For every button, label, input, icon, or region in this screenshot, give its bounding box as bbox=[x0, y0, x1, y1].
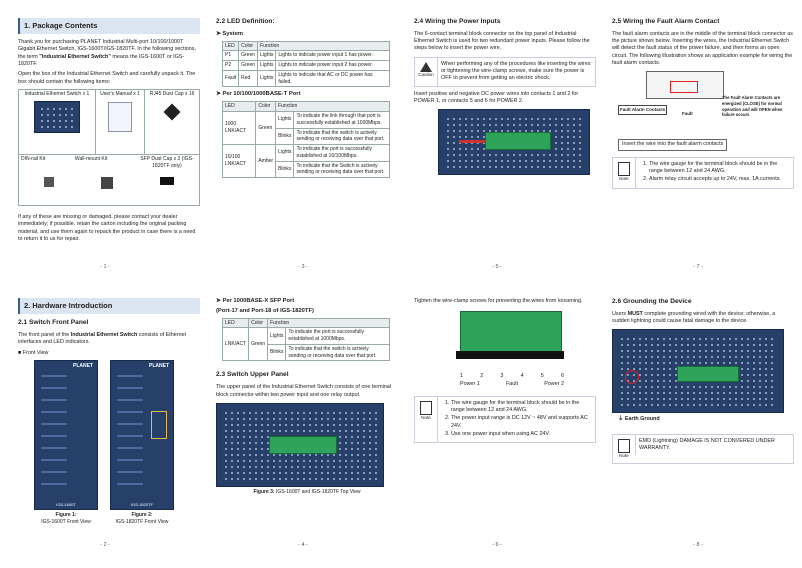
page-number: - 1 - bbox=[100, 264, 110, 270]
sfp-dust-cap-image bbox=[159, 177, 174, 186]
switch-image bbox=[33, 100, 80, 133]
page-number: - 6 - bbox=[492, 542, 502, 548]
ground-screw-highlight bbox=[625, 370, 639, 385]
page-2: 2. Hardware Introduction 2.1 Switch Fron… bbox=[18, 298, 200, 525]
earth-ground-label: ⏚ Earth Ground bbox=[618, 416, 660, 423]
system-heading: ➤ System bbox=[216, 30, 244, 37]
page-6: Tighten the wire-clamp screws for preven… bbox=[414, 298, 596, 447]
page-8: 2.6 Grounding the Device Users MUST comp… bbox=[612, 298, 794, 468]
page-number: - 4 - bbox=[298, 542, 308, 548]
igs-1820tf-front-image: PLANET IGS-1820TF bbox=[110, 359, 174, 510]
missing-items-paragraph: If any of these are missing or damaged, … bbox=[18, 213, 196, 242]
igs-1600t-front-image: PLANET IGS-1600T bbox=[34, 359, 98, 510]
grounding-image bbox=[612, 329, 784, 414]
front-panel-heading: 2.1 Switch Front Panel bbox=[18, 319, 89, 327]
fault-alarm-heading: 2.5 Wiring the Fault Alarm Contact bbox=[612, 18, 720, 25]
sfp-subheading: (Port-17 and Port-18 of IGS-1820TF) bbox=[216, 307, 314, 314]
note-icon bbox=[420, 400, 432, 415]
intro-paragraph: Thank you for purchasing PLANET Industri… bbox=[18, 39, 196, 68]
din-rail-image bbox=[44, 177, 55, 188]
page-number: - 5 - bbox=[492, 264, 502, 270]
caution-box: Caution When performing any of the proce… bbox=[414, 56, 596, 87]
upper-panel-heading: 2.3 Switch Upper Panel bbox=[216, 371, 289, 379]
page-5: 2.4 Wiring the Power Inputs The 6-contac… bbox=[414, 18, 596, 176]
terminal-block-image bbox=[646, 71, 724, 100]
page-number: - 3 - bbox=[298, 264, 308, 270]
sfp-port-icon bbox=[151, 410, 167, 439]
led-heading: 2.2 LED Definition: bbox=[216, 18, 275, 25]
wiring-power-heading: 2.4 Wiring the Power Inputs bbox=[414, 18, 501, 25]
section-title: 2. Hardware Introduction bbox=[18, 298, 200, 315]
note-box: Note The wire gauge for the terminal blo… bbox=[612, 156, 794, 189]
fault-alarm-contacts-label: Fault Alarm Contacts bbox=[618, 105, 668, 116]
note-icon bbox=[618, 161, 630, 176]
note-icon bbox=[618, 438, 630, 453]
grounding-heading: 2.6 Grounding the Device bbox=[612, 298, 692, 305]
note-box: Note The wire gauge for the terminal blo… bbox=[414, 395, 596, 444]
top-panel-image bbox=[438, 109, 590, 176]
page-number: - 8 - bbox=[693, 542, 703, 548]
page-1: 1. Package Contents Thank you for purcha… bbox=[18, 18, 200, 246]
terminal-block-image bbox=[456, 311, 566, 373]
note-box: Note EMD (Lightning) DAMAGE IS NOT CONVE… bbox=[612, 433, 794, 464]
unpack-paragraph: Open the box of the Industrial Ethernet … bbox=[18, 71, 196, 85]
page-number: - 2 - bbox=[100, 542, 110, 548]
power-2-label: Power 2 bbox=[544, 380, 564, 387]
fault-note-label: The Fault Alarm Contacts are energized (… bbox=[722, 95, 783, 118]
fault-label: Fault bbox=[506, 380, 518, 387]
dust-cap-image bbox=[163, 103, 181, 121]
insert-caption: Insert the wire into the fault alarm con… bbox=[618, 139, 728, 151]
page-4: ➤ Per 1000BASE-X SFP Port (Port-17 and P… bbox=[216, 298, 398, 496]
page-7: 2.5 Wiring the Fault Alarm Contact The f… bbox=[612, 18, 794, 193]
page-number: - 7 - bbox=[693, 264, 703, 270]
port-heading: ➤ Per 10/100/1000BASE-T Port bbox=[216, 91, 301, 98]
sfp-heading: ➤ Per 1000BASE-X SFP Port bbox=[216, 298, 295, 304]
power-wire-icon bbox=[459, 140, 485, 144]
package-table: Industrial Ethernet Switch x 1 User's Ma… bbox=[18, 88, 200, 206]
top-view-image bbox=[216, 402, 384, 487]
power-1-label: Power 1 bbox=[460, 380, 480, 387]
fault-alarm-diagram: Fault Alarm Contacts Fault The Fault Ala… bbox=[612, 71, 783, 137]
wall-mount-image bbox=[100, 177, 113, 190]
warning-icon bbox=[420, 61, 432, 72]
fault-label: Fault bbox=[682, 111, 693, 117]
manual-image bbox=[108, 101, 132, 132]
section-title: 1. Package Contents bbox=[18, 18, 200, 35]
